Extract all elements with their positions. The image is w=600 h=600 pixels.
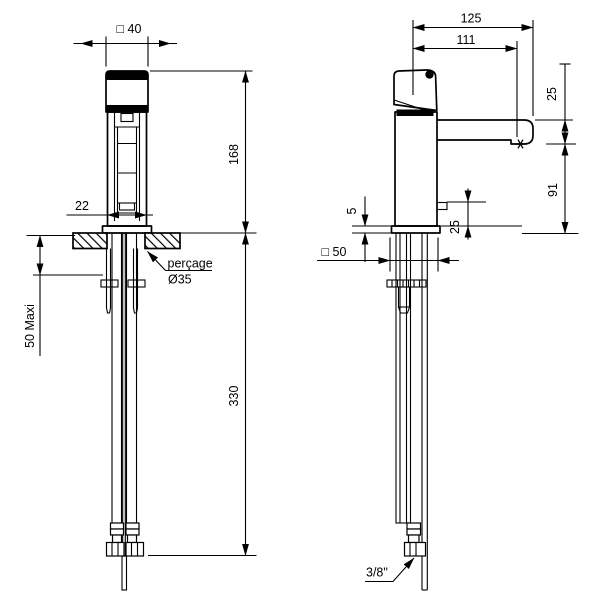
dim-25-spout: 25 <box>535 63 576 145</box>
aerator-icon <box>515 139 526 149</box>
hose-connector-side <box>403 522 427 557</box>
dim-label-square-40: □ 40 <box>117 22 142 36</box>
base-flange-side <box>390 225 441 234</box>
dim-168: 168 <box>150 70 257 234</box>
dim-label-91: 91 <box>546 183 560 197</box>
body-side <box>394 111 438 227</box>
pop-up-rod-lower <box>121 555 128 591</box>
outlet-stub <box>436 201 448 211</box>
front-view: □ 40 22 168 330 50 Maxi <box>23 22 257 591</box>
hole-note-line2: Ø35 <box>168 273 192 287</box>
handle-front <box>105 70 149 113</box>
dim-5: 5 <box>345 196 391 262</box>
dim-square-40: □ 40 <box>73 22 177 67</box>
dim-label-168: 168 <box>227 144 241 165</box>
dim-label-330: 330 <box>227 386 241 407</box>
dim-22: 22 <box>66 199 153 219</box>
dim-square-50: □ 50 <box>317 237 459 272</box>
dim-label-50-maxi: 50 Maxi <box>23 304 37 348</box>
mounting-clamp-side <box>386 279 427 314</box>
supply-hoses-side <box>395 232 428 591</box>
pop-up-rod-front <box>122 232 126 557</box>
connector-label: 3/8" <box>366 566 388 580</box>
countertop-front <box>72 232 181 250</box>
supply-hoses-front <box>111 232 138 557</box>
base-flange-front <box>101 225 153 234</box>
dim-label-5: 5 <box>345 207 359 214</box>
dim-111: 111 <box>412 33 518 137</box>
dim-label-125: 125 <box>461 12 482 26</box>
hose-connectors-front <box>105 522 145 591</box>
dim-25-base: 25 <box>441 188 522 240</box>
body-front <box>106 111 148 227</box>
dim-91: 91 <box>522 143 579 235</box>
dim-50-maxi: 50 Maxi <box>23 234 103 356</box>
mounting-studs-front <box>100 248 146 314</box>
dim-label-25-base: 25 <box>448 220 462 234</box>
dim-125: 125 <box>412 12 534 116</box>
dim-label-111: 111 <box>456 33 475 47</box>
handle-side <box>393 69 438 116</box>
dim-label-25-spout: 25 <box>545 87 559 101</box>
hole-note-line1: perçage <box>168 257 213 271</box>
side-view: 125 111 25 91 <box>317 12 579 591</box>
note-connector: 3/8" <box>365 557 415 583</box>
dim-label-22: 22 <box>75 199 89 213</box>
dim-label-square-50: □ 50 <box>322 245 347 259</box>
dim-330: 330 <box>148 232 257 557</box>
note-percage: perçage Ø35 <box>147 251 213 287</box>
